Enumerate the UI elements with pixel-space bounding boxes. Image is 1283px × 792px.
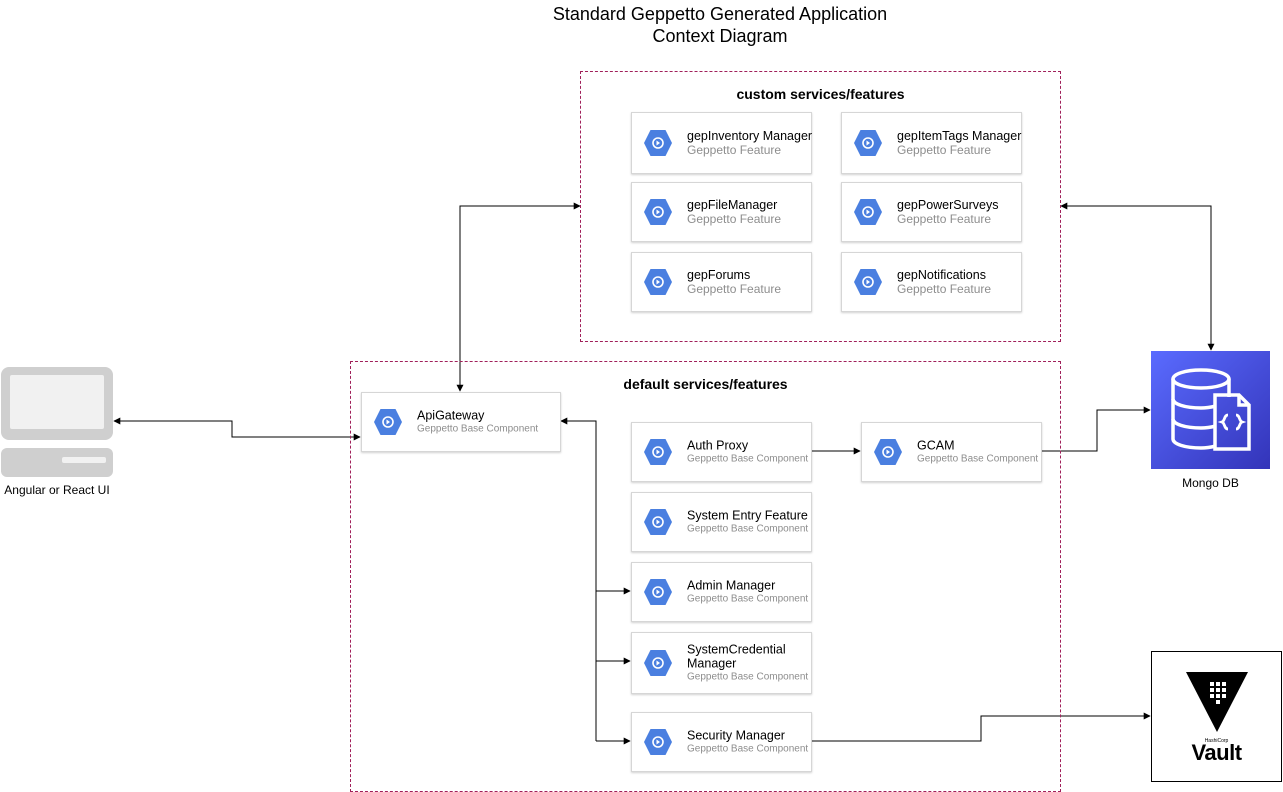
card-type: Geppetto Base Component [917,453,1039,465]
edge-apigateway-custom [456,202,581,392]
card-type: Geppetto Base Component [687,593,809,605]
card-name: gepFileManager [687,198,778,212]
card-name: System Entry Feature [687,508,808,523]
card-type: Geppetto Base Component [417,423,539,435]
title-line-2: Context Diagram [652,26,788,46]
database-document-icon [1171,368,1251,451]
card-type: Geppetto Feature [897,212,992,226]
card-name: Auth Proxy [687,438,749,453]
custom-group-label: custom services/features [736,86,905,102]
card-type: Geppetto Feature [897,143,992,157]
service-hex-icon [644,579,672,605]
edge-ui-apigateway [113,417,361,441]
card-name: gepItemTags Manager [897,129,1022,143]
service-hex-icon [644,509,672,535]
diagram-title: Standard Geppetto Generated Application … [520,3,920,47]
card-type: Geppetto Base Component [687,453,809,465]
desktop-computer-icon[interactable] [0,366,114,478]
default-group-label: default services/features [623,376,788,392]
card-name: gepNotifications [897,268,986,282]
card-name: SystemCredential Manager [687,642,786,671]
vault-word: Vault [1191,740,1242,765]
service-hex-icon [374,409,402,435]
db-label: Mongo DB [1182,476,1239,490]
custom-services-group: custom services/features [580,71,1061,342]
service-hex-icon [854,130,882,156]
card-type: Geppetto Feature [687,212,782,226]
card-type: Geppetto Feature [687,282,782,296]
card-name: gepInventory Manager [687,129,813,143]
vault-corp-text: HashiCorp [1204,738,1229,744]
service-hex-icon [854,269,882,295]
vault-triangle-logo [1186,672,1248,732]
service-hex-icon [644,439,672,465]
title-line-1: Standard Geppetto Generated Application [552,4,888,24]
service-hex-icon [644,650,672,676]
card-name: GCAM [917,438,955,453]
edge-apigateway-bus [560,417,597,741]
card-type: Geppetto Feature [897,282,992,296]
card-name: ApiGateway [417,408,485,423]
card-type: Geppetto Feature [687,143,782,157]
card-name: Security Manager [687,728,785,743]
card-type: Geppetto Base Component [687,523,809,535]
service-hex-icon [644,269,672,295]
service-hex-icon [854,199,882,225]
service-hex-icon [644,729,672,755]
card-name: Admin Manager [687,578,776,593]
card-name: gepForums [687,268,751,282]
mongo-db-node[interactable] [1151,351,1270,469]
card-type: Geppetto Base Component [687,743,809,755]
service-hex-icon [644,199,672,225]
vault-node[interactable]: HashiCorp Vault [1151,651,1282,782]
edge-custom-mongo [1060,202,1215,351]
service-hex-icon [644,130,672,156]
edge-gcam-mongo [1042,406,1151,452]
service-hex-icon [874,439,902,465]
card-name: gepPowerSurveys [897,198,999,212]
card-type: Geppetto Base Component [687,671,809,683]
ui-label: Angular or React UI [4,483,110,497]
edge-security-vault [811,712,1151,742]
